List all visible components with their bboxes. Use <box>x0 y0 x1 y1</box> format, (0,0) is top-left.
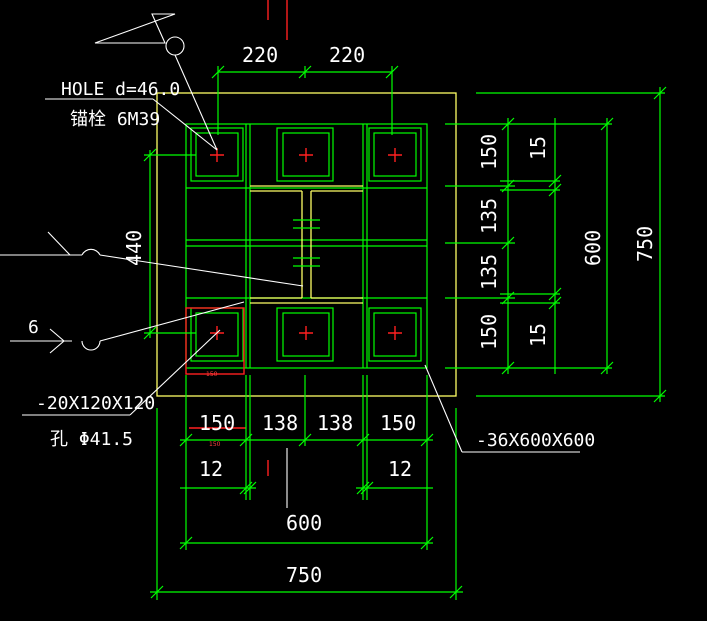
dim-right-135-top: 135 <box>477 198 501 234</box>
weld-size-label: 6 <box>28 317 39 338</box>
dim-right-750: 750 <box>633 226 657 262</box>
dim-bottom-750: 750 <box>286 563 322 587</box>
dim-bottom-12-right: 12 <box>388 457 412 481</box>
dim-right <box>445 86 667 403</box>
dim-bottom-138-left: 138 <box>262 411 298 435</box>
dim-bottom-600: 600 <box>286 511 322 535</box>
weld-leader-bottom <box>10 301 245 354</box>
dim-top-right: 220 <box>329 43 365 67</box>
dim-top <box>211 65 399 135</box>
dim-right-150-top: 150 <box>477 134 501 170</box>
small-tag-b: 150 <box>209 441 221 448</box>
washer-plate-label: -20X120X120 <box>36 393 155 414</box>
dim-right-15-bottom: 15 <box>526 323 550 347</box>
hole-label: HOLE d=46.0 <box>61 79 180 100</box>
weld-leader-top <box>0 231 304 287</box>
base-plate-leader <box>424 364 580 453</box>
column-section <box>186 124 427 368</box>
base-plate-label: -36X600X600 <box>476 430 595 451</box>
dim-right-150-bottom: 150 <box>477 314 501 350</box>
dim-bottom-12-left: 12 <box>199 457 223 481</box>
base-plate-outline <box>156 92 457 397</box>
dim-left <box>143 148 196 340</box>
dim-bottom <box>150 375 463 600</box>
washer-hole-label: 孔 Φ41.5 <box>50 429 133 450</box>
small-tag-a: 150 <box>206 371 218 378</box>
dim-top-left: 220 <box>242 43 278 67</box>
dim-bottom-138-right: 138 <box>317 411 353 435</box>
dim-right-135-bottom: 135 <box>477 254 501 290</box>
hole-leader <box>45 13 218 151</box>
dim-right-15-top: 15 <box>526 136 550 160</box>
dim-right-600: 600 <box>581 230 605 266</box>
washer-leader <box>22 329 221 416</box>
bolt-centres <box>185 148 402 429</box>
bolt-label: 锚栓 6M39 <box>70 109 160 130</box>
dim-bottom-150-right: 150 <box>380 411 416 435</box>
dim-bottom-150-left: 150 <box>199 411 235 435</box>
